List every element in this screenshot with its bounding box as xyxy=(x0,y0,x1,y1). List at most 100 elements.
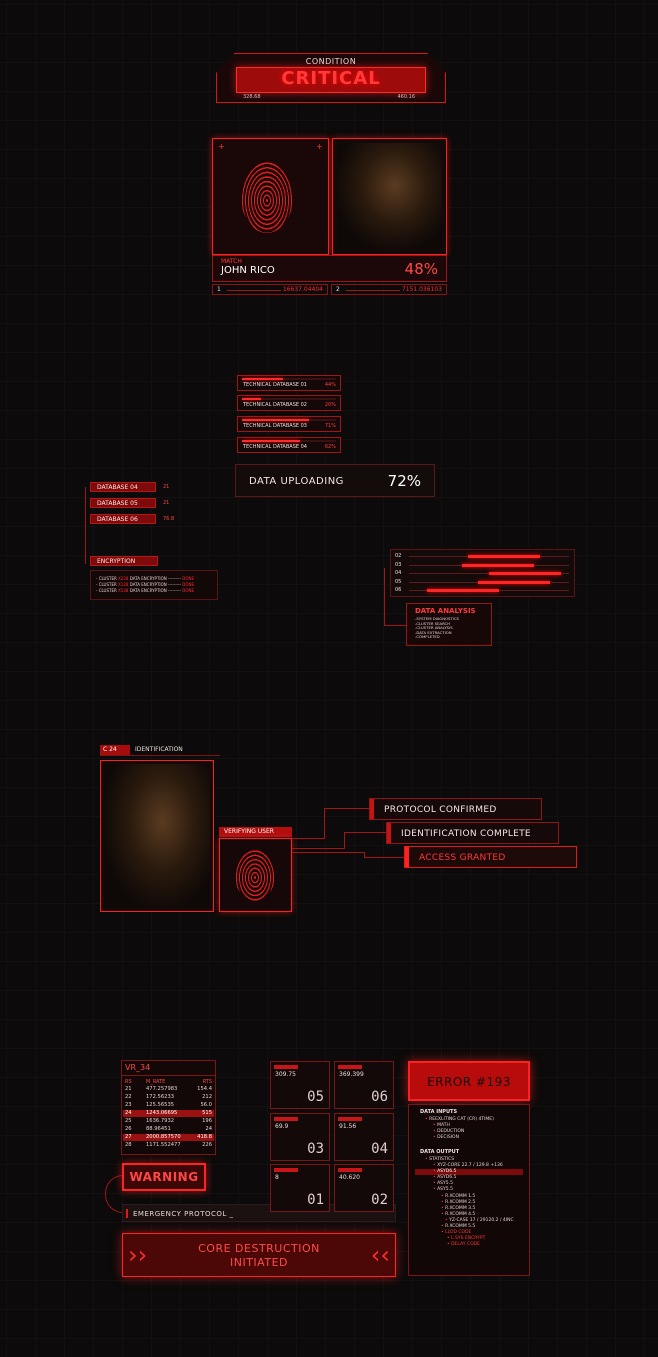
tech-database-label: TECHNICAL DATABASE 02 xyxy=(243,402,307,408)
table-cell: 22 xyxy=(125,1094,132,1100)
analysis-row-id: 03 xyxy=(395,561,402,568)
warning-badge: WARNING xyxy=(122,1163,206,1191)
encryption-header: ENCRYPTION xyxy=(90,556,158,566)
encryption-line: - CLUSTER X128 DATA ENCRYPTION ---------… xyxy=(96,582,195,587)
access-granted-status: ACCESS GRANTED xyxy=(404,846,577,868)
table-cell: 28 xyxy=(125,1142,132,1148)
error-output-item: • L.SYS ENCRYPT xyxy=(447,1236,486,1242)
match-row-1: 1 16637.04404 xyxy=(212,284,328,295)
upload-percent: 72% xyxy=(387,472,421,490)
fingerprint-icon xyxy=(235,849,275,901)
analysis-panel: DATA ANALYSIS -SYSTEM DIAGNOSTICS -CLUST… xyxy=(406,603,492,646)
table-cell: 56.0 xyxy=(200,1102,212,1108)
tech-database-percent: 20% xyxy=(324,402,336,408)
error-output-item: • ASYD6.5 xyxy=(433,1175,457,1181)
analysis-item: -SYSTEM DIAGNOSTICS xyxy=(415,616,459,621)
identification-complete-status: IDENTIFICATION COMPLETE xyxy=(386,822,559,844)
condition-panel: CONDITION CRITICAL 328.68 460.16 xyxy=(216,53,446,103)
tech-database-label: TECHNICAL DATABASE 03 xyxy=(243,423,307,429)
error-output-item: • R.XCOMM 2.5 xyxy=(441,1199,476,1205)
condition-label: CONDITION xyxy=(305,57,357,66)
verify-label-box: VERIFYING USER xyxy=(219,827,292,837)
error-input-item: • REEXLITING CAT (CR) 4TIME) xyxy=(425,1117,494,1122)
table-cell: 418.8 xyxy=(197,1134,212,1140)
divider xyxy=(227,290,281,291)
soldier-photo xyxy=(337,143,442,250)
match-label: MATCH xyxy=(221,258,242,265)
table-cell: 515 xyxy=(202,1110,212,1116)
error-output-item: • R.XCOMM 1.5 xyxy=(441,1193,476,1199)
table-cell: 226 xyxy=(202,1142,212,1148)
analysis-bar xyxy=(468,555,541,558)
table-cell: 172.56233 xyxy=(146,1094,175,1100)
analysis-row-id: 06 xyxy=(395,587,402,593)
identification-header: C 24 IDENTIFICATION xyxy=(100,745,220,756)
analysis-item: -COMPLETED xyxy=(415,634,440,640)
match-row-value: 16637.04404 xyxy=(282,286,323,293)
error-output-item: • XYZ-CORE 22.7 / 129.8 +136 xyxy=(433,1163,503,1169)
error-output-item: • STATISTICS xyxy=(425,1157,455,1162)
chevron-right-icon: ›› xyxy=(128,1241,148,1269)
identification-code: C 24 xyxy=(100,745,130,755)
tech-database-percent: 62% xyxy=(324,444,336,450)
table-cell: 21 xyxy=(125,1086,132,1092)
analysis-item: -CLUSTER SEARCH xyxy=(415,620,451,626)
encryption-line: - CLUSTER X228 DATA ENCRYPTION ---------… xyxy=(96,576,195,581)
condition-box xyxy=(236,67,426,93)
progress-fill xyxy=(242,440,301,442)
error-input-item: • DEDUCTION xyxy=(433,1129,465,1134)
table-cell: 88.96451 xyxy=(146,1126,171,1132)
database-value: 21 xyxy=(163,484,170,490)
progress-fill xyxy=(242,398,261,400)
error-output-item: • ASY5.5 xyxy=(433,1187,453,1193)
database-label: DATABASE 05 xyxy=(97,500,138,507)
match-row-value: 7151.036103 xyxy=(401,286,442,293)
connector-arc xyxy=(105,1175,123,1213)
analysis-bar xyxy=(477,580,550,584)
tech-database-3: TECHNICAL DATABASE 03 71% xyxy=(237,416,341,432)
table-cell: 24 xyxy=(125,1110,132,1116)
tech-database-label: TECHNICAL DATABASE 01 xyxy=(243,382,307,388)
progress-fill xyxy=(242,378,284,380)
database-value: 21 xyxy=(163,500,170,506)
error-inputs-title: DATA INPUTS xyxy=(420,1109,458,1115)
database-05: DATABASE 05 21 xyxy=(90,498,169,508)
table-cell: 24 xyxy=(205,1126,212,1132)
identification-photo-frame xyxy=(100,760,214,912)
analysis-row: 04 xyxy=(395,570,570,577)
table-row: 24 1243.06695 515 xyxy=(123,1110,214,1117)
upload-label: DATA UPLOADING xyxy=(249,476,344,487)
error-output-item: • ASYD6.5 xyxy=(415,1169,523,1176)
analysis-row: 05 xyxy=(395,579,570,586)
analysis-item: -DATA EXTRACTION xyxy=(415,629,452,635)
match-row-index: 2 xyxy=(336,286,340,293)
data-upload-panel: DATA UPLOADING 72% xyxy=(235,464,435,497)
match-name: JOHN RICO xyxy=(221,265,275,276)
table-cell: 1636.7932 xyxy=(146,1118,175,1124)
core-line-1: CORE DESTRUCTION xyxy=(198,1242,320,1255)
tech-database-percent: 44% xyxy=(324,382,336,388)
divider xyxy=(346,290,400,291)
table-cell: 27 xyxy=(125,1134,132,1140)
error-panel: DATA INPUTS • REEXLITING CAT (CR) 4TIME)… xyxy=(408,1104,530,1276)
table-cell: 477.257983 xyxy=(146,1086,178,1092)
table-cell: 1243.06695 xyxy=(146,1110,178,1116)
core-destruction-banner: ›› ‹‹ CORE DESTRUCTION INITIATED xyxy=(122,1233,396,1277)
error-title: ERROR #193 xyxy=(427,1075,511,1089)
analysis-title: DATA ANALYSIS xyxy=(415,607,476,615)
error-output-item: • LLOD CODE xyxy=(441,1230,472,1236)
match-row-2: 2 7151.036103 xyxy=(331,284,447,295)
analysis-bar xyxy=(461,563,534,567)
analysis-row-id: 02 xyxy=(395,553,402,559)
error-header: ERROR #193 xyxy=(408,1061,530,1101)
table-cell: 125.56535 xyxy=(146,1102,175,1108)
